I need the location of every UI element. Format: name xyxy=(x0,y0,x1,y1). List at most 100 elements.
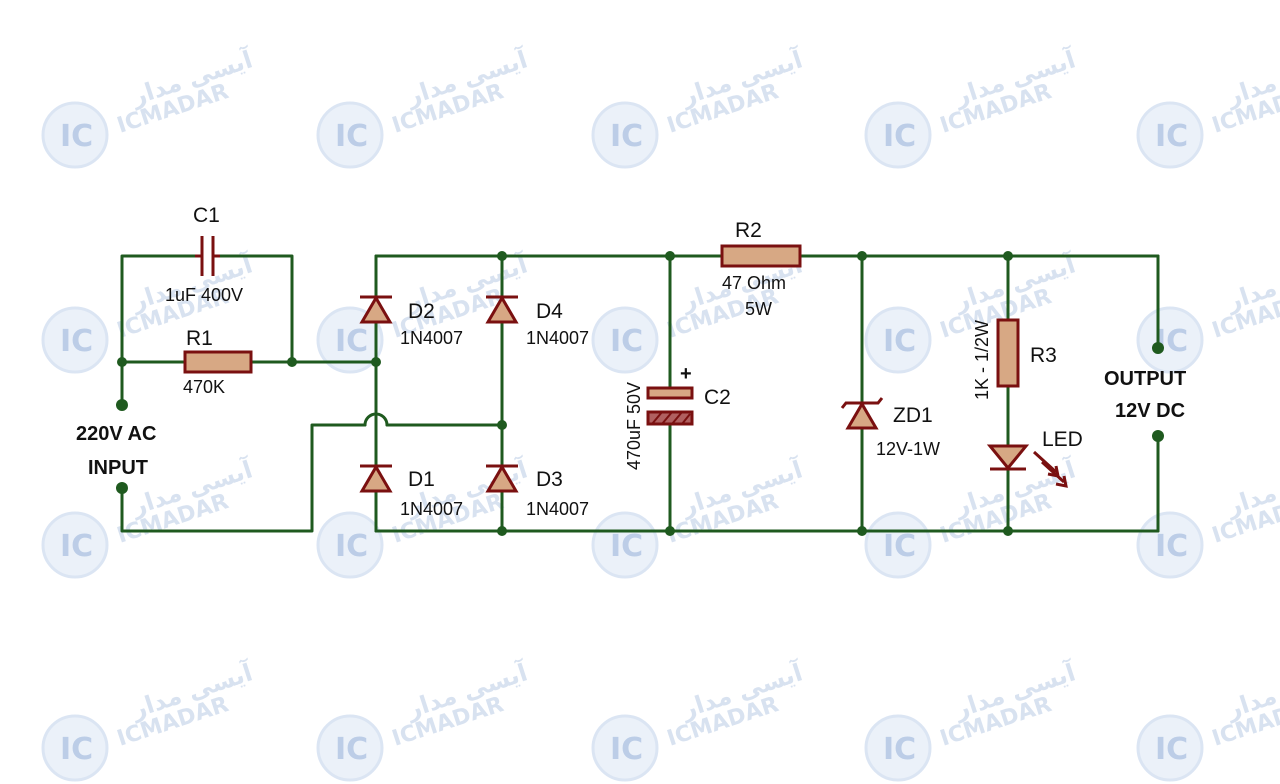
c1-ref-label: C1 xyxy=(193,204,220,227)
watermark-badge-text: IC xyxy=(883,119,916,154)
watermark-badge-icon xyxy=(316,306,384,374)
d2-value-label: 1N4007 xyxy=(400,328,463,348)
watermark-badge-icon xyxy=(41,511,109,579)
input-label-line2: INPUT xyxy=(88,457,148,479)
d4-value-label: 1N4007 xyxy=(526,328,589,348)
led-ref-label: LED xyxy=(1042,428,1083,451)
watermark-badge-icon xyxy=(316,714,384,782)
r2-value-line1: 47 Ohm xyxy=(722,273,786,293)
d3-ref-label: D3 xyxy=(536,468,563,491)
r2-ref-label: R2 xyxy=(735,219,762,242)
watermark-badge-text: IC xyxy=(335,732,368,767)
watermark-badge-text: IC xyxy=(1155,119,1188,154)
watermark-badge-text: IC xyxy=(335,119,368,154)
watermark-badge-text: IC xyxy=(883,732,916,767)
watermark-badge-icon xyxy=(41,101,109,169)
junction-dot xyxy=(1003,251,1013,261)
watermark-badge-icon xyxy=(864,714,932,782)
junction-dot xyxy=(497,526,507,536)
watermark-badge-text: IC xyxy=(60,119,93,154)
watermark-badge-icon xyxy=(591,714,659,782)
junction-dot xyxy=(1003,526,1013,536)
resistor-r3 xyxy=(996,318,1020,388)
resistor-r2 xyxy=(720,244,802,268)
watermark-badge-icon xyxy=(1136,306,1204,374)
watermark-badge-icon xyxy=(41,714,109,782)
watermark-badge-text: IC xyxy=(610,119,643,154)
watermark-badge-text: IC xyxy=(60,732,93,767)
watermark-badge-icon xyxy=(41,306,109,374)
r3-ref-label: R3 xyxy=(1030,344,1057,367)
watermark-badge-text: IC xyxy=(610,324,643,359)
input-terminal-bottom xyxy=(116,482,128,494)
watermark-badge-text: IC xyxy=(610,732,643,767)
junction-dot xyxy=(665,526,675,536)
zd1-ref-label: ZD1 xyxy=(893,404,933,427)
diode-d3 xyxy=(485,464,519,493)
r1-value-label: 470K xyxy=(183,377,225,397)
watermark-badge-text: IC xyxy=(60,324,93,359)
watermark-badge-icon xyxy=(1136,714,1204,782)
diode-d4 xyxy=(485,295,519,324)
watermark-badge-icon xyxy=(1136,511,1204,579)
junction-dots xyxy=(117,251,1013,536)
junction-dot xyxy=(287,357,297,367)
r3-value-label: 1K - 1/2W xyxy=(972,320,992,400)
c2-polarity-mark: + xyxy=(680,363,692,385)
watermark-badge-icon xyxy=(591,511,659,579)
junction-dot xyxy=(497,251,507,261)
diode-d2 xyxy=(359,295,393,324)
output-terminal-top xyxy=(1152,342,1164,354)
junction-dot xyxy=(857,526,867,536)
c2-ref-label: C2 xyxy=(704,386,731,409)
capacitor-c2 xyxy=(646,386,694,426)
r1-ref-label: R1 xyxy=(186,327,213,350)
d3-value-label: 1N4007 xyxy=(526,499,589,519)
diode-d1 xyxy=(359,464,393,493)
c1-value-label: 1uF 400V xyxy=(165,285,243,305)
watermark-badge-text: IC xyxy=(1155,732,1188,767)
input-terminal-top xyxy=(116,399,128,411)
watermark-badge-text: IC xyxy=(1155,324,1188,359)
junction-dot xyxy=(665,251,675,261)
watermark-badge-text: IC xyxy=(883,324,916,359)
watermark-badge-icon xyxy=(1136,101,1204,169)
watermark-badge-text: IC xyxy=(1155,529,1188,564)
d4-ref-label: D4 xyxy=(536,300,563,323)
junction-dot xyxy=(117,357,127,367)
led xyxy=(986,444,1068,488)
zener-zd1 xyxy=(840,397,884,430)
watermark-badge-text: IC xyxy=(335,529,368,564)
junction-dot xyxy=(497,420,507,430)
output-label-line1: OUTPUT xyxy=(1104,368,1186,390)
c2-value-label: 470uF 50V xyxy=(624,382,644,470)
watermark-badge-icon xyxy=(864,306,932,374)
watermark-badge-icon xyxy=(316,511,384,579)
d1-value-label: 1N4007 xyxy=(400,499,463,519)
watermark-badge-icon xyxy=(864,101,932,169)
output-terminal-bottom xyxy=(1152,430,1164,442)
watermark-badge-icon xyxy=(591,101,659,169)
input-label-line1: 220V AC xyxy=(76,423,156,445)
watermark-badge-text: IC xyxy=(610,529,643,564)
resistor-r1 xyxy=(183,350,253,374)
capacitor-c1 xyxy=(195,236,220,276)
output-label-line2: 12V DC xyxy=(1115,400,1185,422)
watermark-badge-text: IC xyxy=(883,529,916,564)
watermark-badge-icon xyxy=(591,306,659,374)
watermark-badge-text: IC xyxy=(60,529,93,564)
zd1-value-label: 12V-1W xyxy=(876,439,940,459)
junction-dot xyxy=(371,357,381,367)
watermark-badge-icon xyxy=(864,511,932,579)
